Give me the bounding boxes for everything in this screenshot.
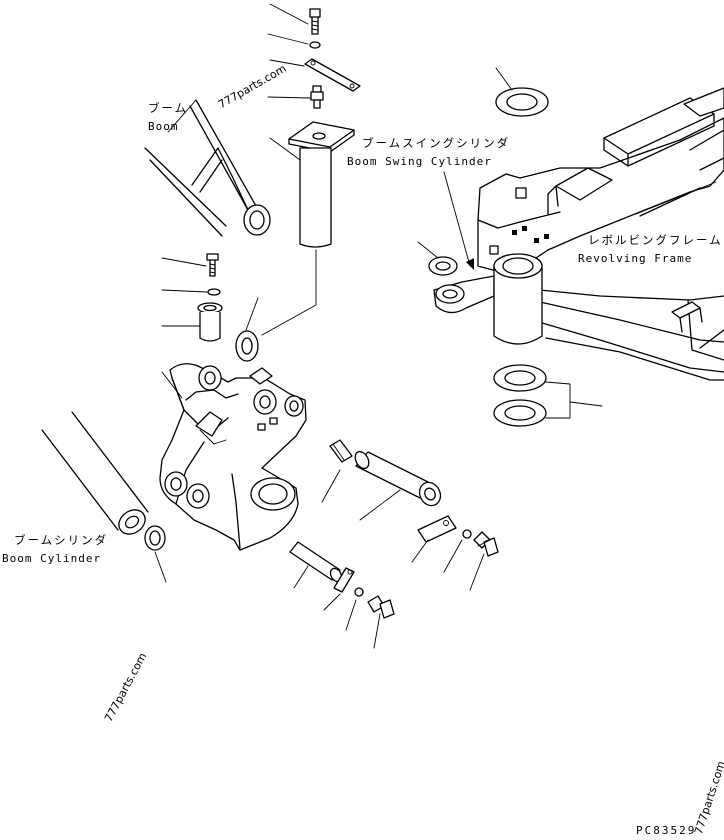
lower-pin [289, 541, 343, 583]
grease-fitting [310, 85, 324, 109]
boom-label-en: Boom [148, 120, 179, 133]
boom-cylinder-label-en: Boom Cylinder [2, 552, 102, 565]
left-bolt [206, 253, 219, 277]
boom-swing-cylinder-label-jp: ブームスイングシリンダ [362, 136, 511, 150]
top-bolt [309, 8, 321, 35]
swing-shim [428, 256, 458, 276]
lower-lock-plate [333, 567, 355, 593]
long-pin [354, 450, 442, 507]
boom [144, 99, 271, 237]
cylinder-shim [144, 525, 166, 551]
revolving-frame-label-en: Revolving Frame [578, 252, 693, 265]
swing-bracket [159, 363, 307, 551]
lower-washer [354, 587, 364, 597]
left-washer [207, 288, 221, 296]
right-washer [462, 529, 472, 539]
boom-label-jp: ブーム [148, 101, 189, 115]
drawing-code: PC83529 [636, 824, 697, 837]
frame-washer [495, 87, 549, 117]
revolving-frame [433, 87, 724, 381]
top-washer [309, 41, 321, 49]
lock-plate [304, 58, 361, 92]
boom-cylinder [41, 411, 149, 535]
right-bolt [473, 531, 499, 557]
lower-bolt [367, 595, 395, 619]
shim-ring [235, 330, 259, 362]
frame-shims [493, 364, 547, 427]
boom-swing-pin [269, 121, 355, 248]
boom-cylinder-label-jp: ブームシリンダ [14, 533, 109, 547]
boom-swing-cylinder-label-en: Boom Swing Cylinder [347, 155, 492, 168]
bushing [197, 302, 223, 342]
right-lock-plate [417, 515, 457, 543]
bracket-grease-fitting [329, 439, 353, 463]
revolving-frame-label-jp: レボルビングフレーム [588, 233, 723, 247]
